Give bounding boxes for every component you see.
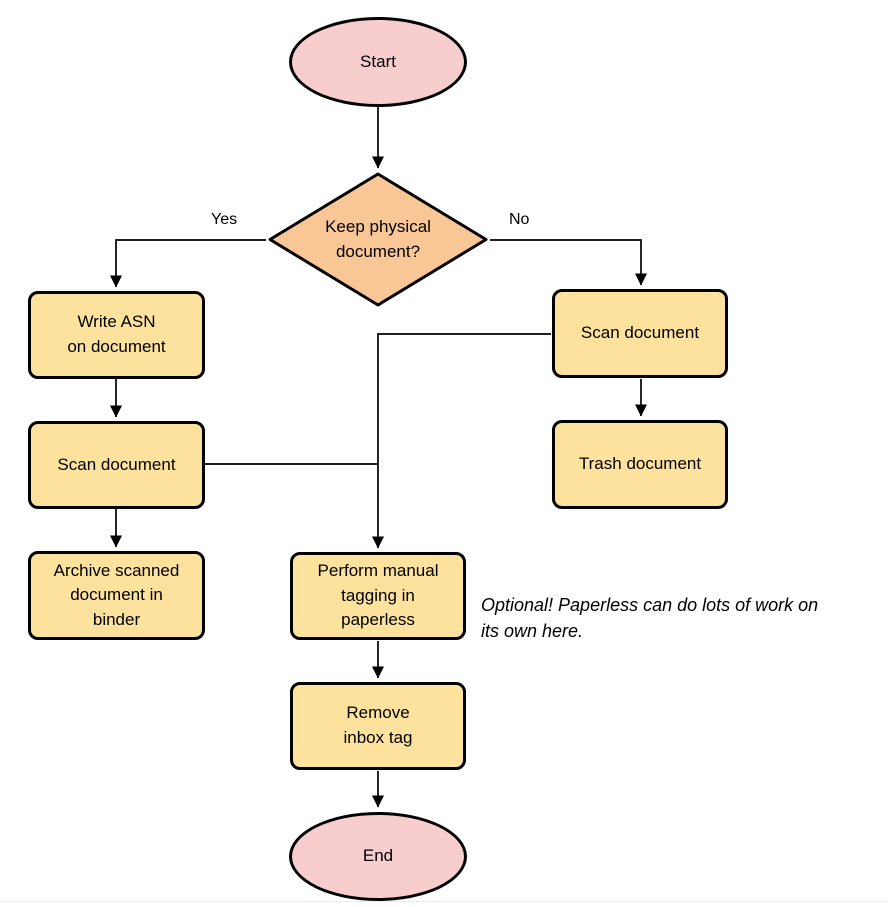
node-scan-left-label: Scan document [57, 454, 176, 474]
node-scan-left: Scan document [28, 421, 205, 509]
node-start: Start [289, 17, 467, 107]
node-archive: Archive scanned document in binder [28, 551, 205, 640]
edge-decision-yes-to-write-asn [110, 239, 266, 288]
node-write-asn: Write ASN on document [28, 291, 205, 379]
node-scan-right: Scan document [552, 289, 728, 378]
node-archive-label: Archive scanned document in binder [53, 560, 180, 629]
node-remove-inbox-label: Remove inbox tag [343, 703, 413, 747]
edge-label-no: No [509, 211, 530, 228]
node-scan-right-label: Scan document [580, 323, 700, 343]
edge-decision-no-to-scan-right [490, 239, 647, 286]
edge-scan-right-to-tagging [372, 333, 551, 549]
optional-note: Optional! Paperless can do lots of work … [481, 595, 819, 641]
node-trash-label: Trash document [578, 454, 702, 474]
node-decision-label: Keep physical document? [325, 216, 431, 261]
node-tagging-label: Perform manual tagging in paperless [317, 561, 439, 630]
node-trash: Trash document [552, 420, 728, 509]
node-start-label: Start [360, 51, 396, 71]
node-tagging: Perform manual tagging in paperless [290, 552, 466, 640]
edge-label-yes: Yes [211, 211, 238, 228]
decision-diamond-shape [268, 172, 488, 307]
node-end: End [289, 812, 467, 901]
node-write-asn-label: Write ASN on document [67, 312, 166, 356]
page-bottom-rule [0, 901, 888, 902]
node-remove-inbox: Remove inbox tag [290, 682, 466, 770]
node-decision: Keep physical document? [267, 172, 489, 307]
node-end-label: End [362, 846, 394, 866]
